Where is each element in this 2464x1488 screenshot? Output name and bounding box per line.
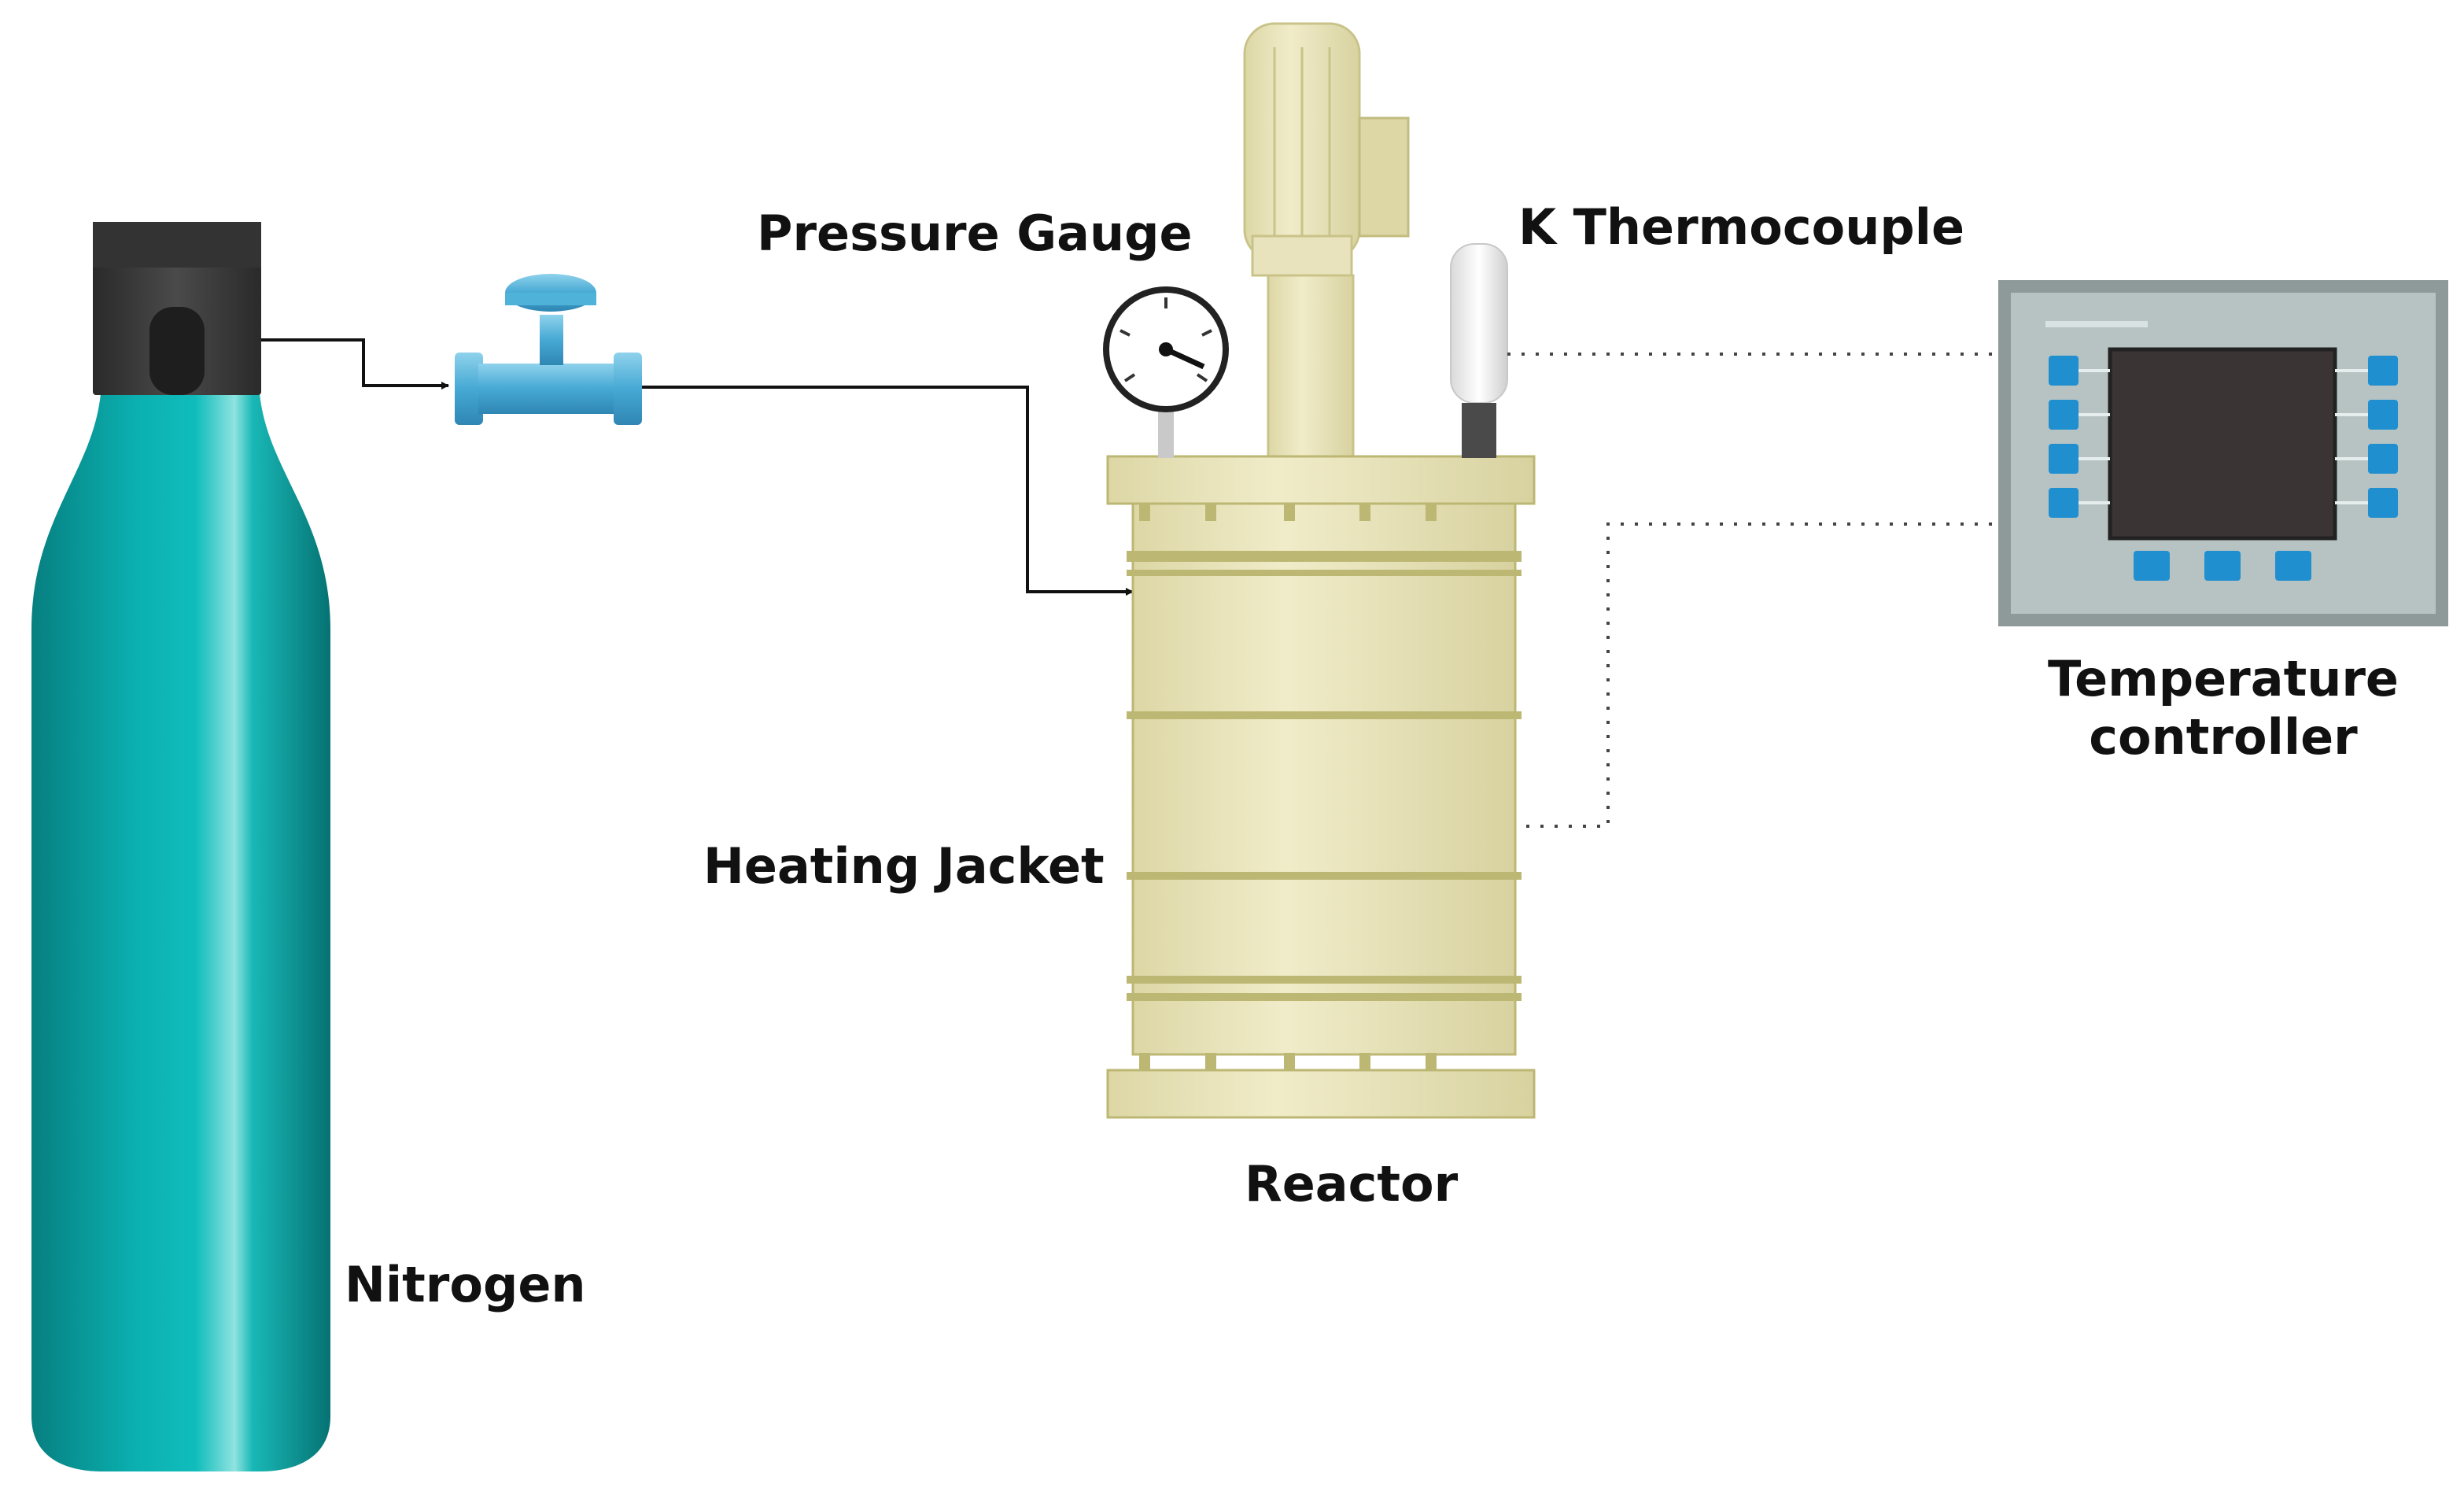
label-k-thermocouple: K Thermocouple — [1518, 198, 1964, 256]
label-nitrogen: Nitrogen — [345, 1256, 586, 1313]
gas-line-valve-to-reactor — [642, 386, 1134, 596]
nitrogen-cylinder — [31, 222, 330, 1471]
reactor — [1106, 22, 1536, 1119]
temperature-controller — [1998, 280, 2448, 626]
signal-line-jacket-to-controller — [1526, 522, 1995, 828]
label-temperature-controller-line2: controller — [2089, 708, 2358, 766]
controller-buttons — [2049, 356, 2398, 581]
cylinder-body — [31, 393, 330, 1471]
label-heating-jacket: Heating Jacket — [703, 837, 1105, 895]
pressure-gauge — [1103, 286, 1229, 458]
k-thermocouple — [1450, 243, 1508, 458]
label-pressure-gauge: Pressure Gauge — [757, 205, 1193, 262]
label-reactor: Reactor — [1245, 1155, 1459, 1213]
cylinder-cap-window — [149, 307, 205, 395]
gas-line-cylinder-to-valve — [261, 338, 449, 390]
valve — [455, 274, 642, 425]
label-temperature-controller-line1: Temperature — [2048, 650, 2399, 707]
cylinder-cap-band — [93, 222, 261, 268]
